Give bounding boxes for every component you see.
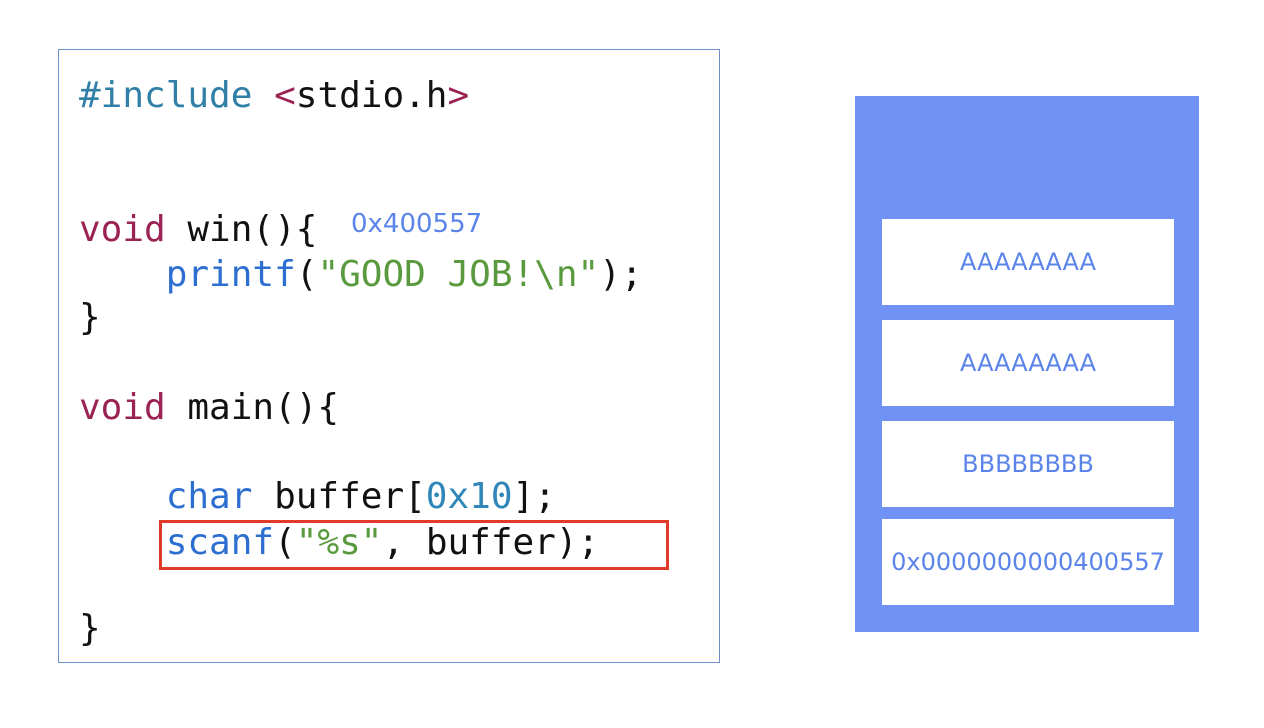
printf-string: "GOOD JOB!\n" [317,254,600,295]
scanf-line: scanf("%s", buffer); [79,521,600,565]
printf-open-paren: ( [295,254,318,295]
main-close-brace: } [79,608,101,649]
stack-cell-buffer-1: AAAAAAAA [882,219,1174,305]
printf-line: printf("GOOD JOB!\n"); [79,253,643,297]
buffer-size: 0x10 [425,476,513,517]
win-address-note: 0x400557 [351,209,483,239]
main-signature: main(){ [165,387,340,428]
stack-cell-return-address: 0x0000000000400557 [882,519,1174,605]
scanf-open-paren: ( [274,522,296,563]
scanf-indent [79,522,166,563]
printf-close: ); [599,254,643,295]
win-close-brace: } [79,297,101,338]
main-return-type: void [79,387,166,428]
win-signature: win(){ [165,209,318,250]
win-return-type: void [79,209,166,250]
code-panel: #include <stdio.h> void win(){ 0x400557 … [58,49,720,663]
stack-cell-buffer-2: AAAAAAAA [882,320,1174,406]
buffer-type: char [165,476,253,517]
include-line: #include <stdio.h> [79,74,469,118]
buffer-close: ]; [512,476,556,517]
buffer-declaration-line: char buffer[0x10]; [79,475,556,519]
printf-indent [79,254,166,295]
win-signature-line: void win(){ [79,208,317,252]
printf-function: printf [165,254,296,295]
include-space [252,75,274,116]
include-open-angle: < [274,75,296,116]
scanf-highlight-box [159,520,669,570]
scanf-function: scanf [165,522,275,563]
stack-diagram: AAAAAAAA AAAAAAAA BBBBBBBB 0x00000000004… [855,96,1199,632]
include-directive: #include [79,75,253,116]
buffer-name: buffer[ [252,476,426,517]
stack-cell-saved-rbp: BBBBBBBB [882,421,1174,507]
scanf-format-string: "%s" [295,522,383,563]
scanf-args: , buffer); [382,522,600,563]
include-header: stdio.h [295,75,448,116]
include-close-angle: > [447,75,470,116]
main-signature-line: void main(){ [79,386,339,430]
buffer-indent [79,476,166,517]
